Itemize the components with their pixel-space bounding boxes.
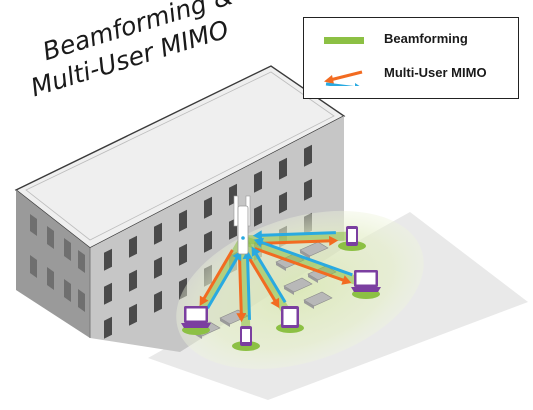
mu-mimo-orange-arrow <box>257 239 333 245</box>
front-window <box>304 178 312 201</box>
orange-arrowhead <box>236 312 247 323</box>
green-bar-icon <box>324 37 364 44</box>
front-window <box>129 269 137 292</box>
phone-screen <box>242 329 250 342</box>
front-window <box>204 196 212 219</box>
phone-top-right <box>338 226 366 251</box>
front-window <box>129 235 137 258</box>
mu-mimo-blue-arrow <box>206 255 240 309</box>
laptop-base <box>181 323 211 328</box>
front-window <box>104 282 112 305</box>
mu-mimo-orange-arrow <box>245 253 278 304</box>
front-window <box>254 170 262 193</box>
laptop-left <box>181 306 211 335</box>
orange-arrowhead <box>328 235 339 246</box>
legend-label-beamforming: Beamforming <box>384 31 468 46</box>
table-edge <box>304 300 314 309</box>
legend-item-mu-mimo: Multi-User MIMO <box>304 62 518 86</box>
mu-mimo-blue-arrow <box>258 240 353 277</box>
front-window <box>179 243 187 266</box>
access-point-icon <box>233 195 251 255</box>
orange-arrowhead <box>341 275 352 285</box>
blue-arrowhead <box>252 230 263 241</box>
tablet-screen <box>283 309 297 325</box>
beam-group <box>191 230 371 341</box>
mu-mimo-orange-arrow <box>237 254 243 317</box>
front-window <box>254 204 262 227</box>
front-window <box>154 222 162 245</box>
left-face-windows <box>30 214 85 312</box>
laptop-right <box>351 270 381 299</box>
table-edge <box>220 318 230 327</box>
laptop-screen <box>186 308 206 321</box>
blue-arrowhead <box>242 249 253 260</box>
table-edge <box>308 274 318 283</box>
tablet-bottom <box>276 306 304 333</box>
table-edge <box>300 250 310 259</box>
front-window <box>104 316 112 339</box>
laptop-screen <box>356 272 376 285</box>
legend-label-mu-mimo: Multi-User MIMO <box>384 65 487 80</box>
orange-arrowhead <box>199 295 209 306</box>
front-window <box>104 248 112 271</box>
bidirectional-arrows-icon <box>324 70 363 86</box>
phone-bottom <box>232 326 260 351</box>
blue-arrowhead <box>253 237 264 248</box>
roof-inner <box>25 71 335 241</box>
front-window <box>279 191 287 214</box>
front-window <box>154 290 162 313</box>
front-window <box>179 209 187 232</box>
legend: Beamforming Multi-User MIMO <box>303 17 519 99</box>
front-window <box>279 157 287 180</box>
front-window <box>129 303 137 326</box>
legend-item-beamforming: Beamforming <box>304 28 518 52</box>
table-edge <box>284 286 294 295</box>
beamforming-beam <box>238 235 251 341</box>
mu-mimo-blue-arrow <box>253 250 287 304</box>
mu-mimo-orange-arrow <box>201 249 234 302</box>
laptop-base <box>351 287 381 292</box>
mu-mimo-blue-arrow <box>245 255 251 320</box>
mu-mimo-blue-arrow <box>258 231 336 237</box>
front-window <box>154 256 162 279</box>
blue-arrowhead <box>251 246 261 257</box>
table-edge <box>276 262 286 271</box>
mu-mimo-orange-arrow <box>254 247 347 283</box>
front-window <box>204 230 212 253</box>
beamforming-beam <box>238 235 295 323</box>
orange-arrowhead <box>270 297 280 309</box>
front-window <box>304 144 312 167</box>
phone-screen <box>348 229 356 242</box>
device-group <box>181 226 381 351</box>
